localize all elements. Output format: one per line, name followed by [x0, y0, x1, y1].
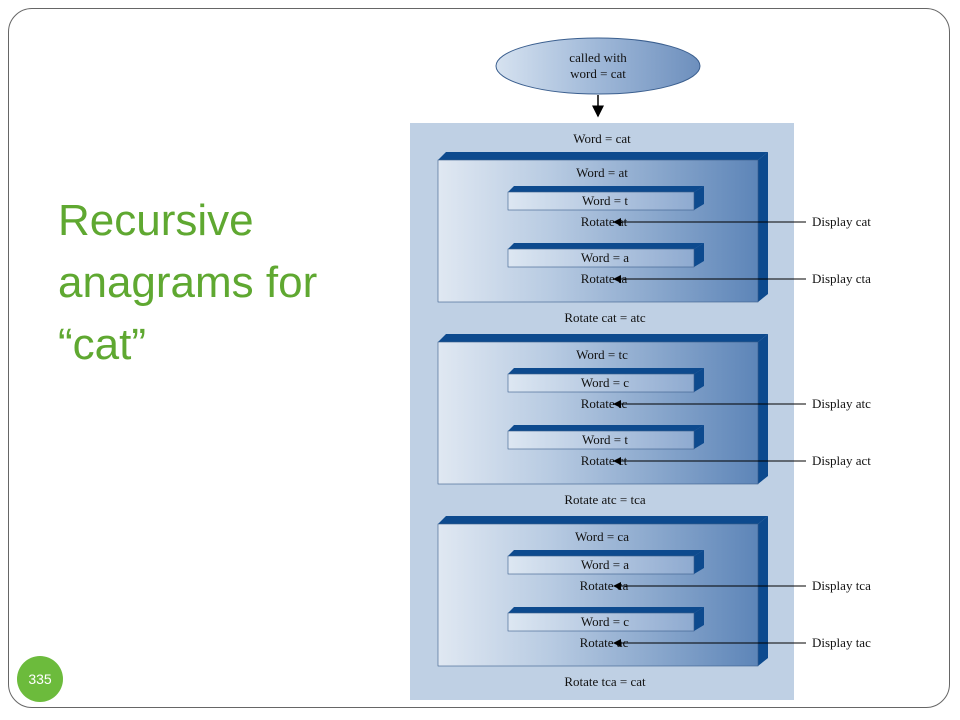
- inner-box-top: [508, 368, 704, 374]
- outer-word-label: Word = cat: [573, 131, 631, 146]
- group-box-top: [438, 334, 768, 342]
- inner-box-top: [508, 550, 704, 556]
- display-label: Display tac: [812, 635, 871, 650]
- inner-box: [507, 248, 695, 268]
- group-box: [437, 523, 759, 667]
- start-label-line-2: word = cat: [570, 66, 626, 81]
- group-box-side: [758, 152, 768, 302]
- display-label: Display tca: [812, 578, 871, 593]
- inner-box: [507, 612, 695, 632]
- inner-box: [507, 430, 695, 450]
- title-line-1: Recursive: [58, 196, 254, 245]
- inner-box-top: [508, 243, 704, 249]
- group-box: [437, 341, 759, 485]
- group-box-top: [438, 516, 768, 524]
- group-box-top: [438, 152, 768, 160]
- inner-box-side: [694, 607, 704, 631]
- group-rotate-after-label: Rotate tca = cat: [564, 674, 646, 689]
- inner-box-side: [694, 550, 704, 574]
- inner-box: [507, 191, 695, 211]
- start-label-line-1: called with: [569, 50, 627, 65]
- inner-word-label: Word = c: [581, 375, 629, 390]
- group-word-label: Word = at: [576, 165, 628, 180]
- inner-box-side: [694, 368, 704, 392]
- inner-box-top: [508, 607, 704, 613]
- group-rotate-after-label: Rotate atc = tca: [564, 492, 646, 507]
- inner-box-top: [508, 186, 704, 192]
- inner-box-side: [694, 243, 704, 267]
- group-word-label: Word = tc: [576, 347, 628, 362]
- inner-word-label: Word = t: [582, 193, 628, 208]
- page-number-badge: 335: [17, 656, 63, 702]
- display-label: Display act: [812, 453, 871, 468]
- display-label: Display atc: [812, 396, 871, 411]
- inner-box-side: [694, 425, 704, 449]
- display-label: Display cat: [812, 214, 871, 229]
- title-line-2: anagrams for: [58, 258, 318, 307]
- display-label: Display cta: [812, 271, 871, 286]
- inner-box-top: [508, 425, 704, 431]
- inner-word-label: Word = c: [581, 614, 629, 629]
- inner-word-label: Word = t: [582, 432, 628, 447]
- group-box-side: [758, 334, 768, 484]
- inner-word-label: Word = a: [581, 250, 629, 265]
- slide-title: Recursive anagrams for “cat”: [58, 190, 378, 376]
- group-box: [437, 159, 759, 303]
- inner-word-label: Word = a: [581, 557, 629, 572]
- group-word-label: Word = ca: [575, 529, 629, 544]
- inner-box: [507, 373, 695, 393]
- start-ellipse: [495, 37, 701, 95]
- group-box-side: [758, 516, 768, 666]
- inner-box: [507, 555, 695, 575]
- inner-box-side: [694, 186, 704, 210]
- title-line-3: “cat”: [58, 320, 146, 369]
- group-rotate-after-label: Rotate cat = atc: [564, 310, 646, 325]
